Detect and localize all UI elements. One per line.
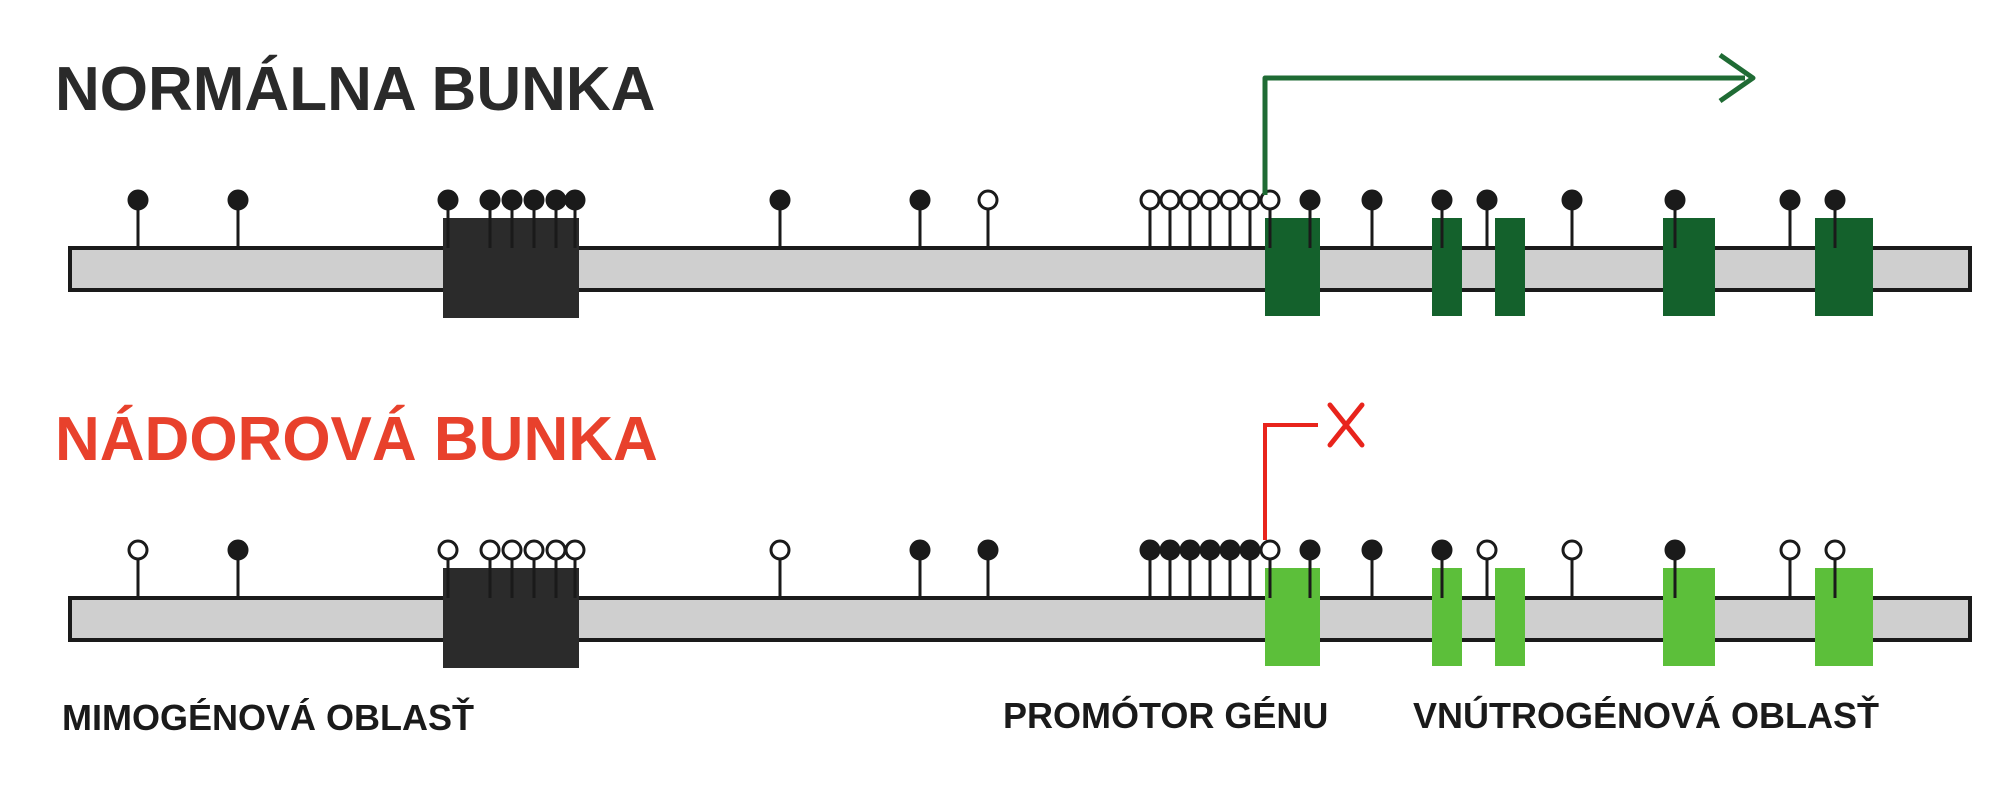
unmethylated-cpg-site (523, 539, 545, 561)
unmethylated-cpg-site (1561, 539, 1583, 561)
methylated-cpg-site (479, 189, 501, 211)
unmethylated-cpg-site (1259, 539, 1281, 561)
methylated-cpg-site (1219, 539, 1241, 561)
methylated-cpg-site (769, 189, 791, 211)
methylated-cpg-site (909, 189, 931, 211)
unmethylated-cpg-site (564, 539, 586, 561)
tumor-cell-title: NÁDOROVÁ BUNKA (55, 405, 658, 474)
exon (1265, 218, 1320, 316)
unmethylated-cpg-site (977, 189, 999, 211)
normal-cell-track (68, 52, 1972, 318)
methylated-cpg-site (1779, 189, 1801, 211)
intergenic-region-label: MIMOGÉNOVÁ OBLASŤ (62, 696, 474, 738)
exon (1495, 218, 1525, 316)
methylated-cpg-site (1361, 189, 1383, 211)
exon (1663, 568, 1715, 666)
dna-strand (68, 596, 1972, 642)
unmethylated-cpg-site (1476, 539, 1498, 561)
methylated-cpg-site (1664, 189, 1686, 211)
cpg-sites (127, 189, 1846, 248)
unmethylated-cpg-site (1779, 539, 1801, 561)
methylated-cpg-site (1179, 539, 1201, 561)
methylated-cpg-site (1476, 189, 1498, 211)
methylated-cpg-site (1824, 189, 1846, 211)
unmethylated-cpg-site (437, 539, 459, 561)
unmethylated-cpg-site (1219, 189, 1241, 211)
exon (1663, 218, 1715, 316)
methylated-cpg-site (523, 189, 545, 211)
unmethylated-cpg-site (545, 539, 567, 561)
methylated-cpg-site (227, 189, 249, 211)
transcription-arrow (1262, 52, 1756, 195)
unmethylated-cpg-site (479, 539, 501, 561)
methylated-cpg-site (1431, 539, 1453, 561)
methylated-cpg-site (1159, 539, 1181, 561)
unmethylated-cpg-site (1159, 189, 1181, 211)
normal-cell-title: NORMÁLNA BUNKA (55, 55, 655, 124)
unmethylated-cpg-site (1259, 189, 1281, 211)
exon (1815, 218, 1873, 316)
methylated-cpg-site (1561, 189, 1583, 211)
methylated-cpg-site (227, 539, 249, 561)
unmethylated-cpg-site (127, 539, 149, 561)
dna-strand (68, 246, 1972, 292)
methylated-cpg-site (437, 189, 459, 211)
methylated-cpg-site (564, 189, 586, 211)
methylated-cpg-site (1199, 539, 1221, 561)
methylated-cpg-site (501, 189, 523, 211)
exon (1432, 568, 1462, 666)
exon (1815, 568, 1873, 666)
unmethylated-cpg-site (769, 539, 791, 561)
unmethylated-cpg-site (1139, 189, 1161, 211)
unmethylated-cpg-site (501, 539, 523, 561)
exon (1432, 218, 1462, 316)
methylated-cpg-site (1361, 539, 1383, 561)
unmethylated-cpg-site (1239, 189, 1261, 211)
methylated-cpg-site (1299, 539, 1321, 561)
exons (1265, 218, 1873, 316)
methylated-cpg-site (977, 539, 999, 561)
unmethylated-cpg-site (1199, 189, 1221, 211)
gene-promoter-label: PROMÓTOR GÉNU (1003, 694, 1328, 736)
blocked-transcription-arrow (1263, 423, 1318, 540)
cpg-sites (127, 539, 1846, 598)
unmethylated-cpg-site (1179, 189, 1201, 211)
methylated-cpg-site (545, 189, 567, 211)
intragenic-region-label: VNÚTROGÉNOVÁ OBLASŤ (1413, 694, 1879, 736)
methylated-cpg-site (1664, 539, 1686, 561)
unmethylated-cpg-site (1824, 539, 1846, 561)
block-cross-icon (1327, 402, 1365, 448)
methylated-cpg-site (909, 539, 931, 561)
methylated-cpg-site (1139, 539, 1161, 561)
tumor-cell-track (68, 402, 1972, 668)
methylated-cpg-site (1239, 539, 1261, 561)
exon (1495, 568, 1525, 666)
exon (1265, 568, 1320, 666)
methylated-cpg-site (1431, 189, 1453, 211)
methylated-cpg-site (127, 189, 149, 211)
methylated-cpg-site (1299, 189, 1321, 211)
